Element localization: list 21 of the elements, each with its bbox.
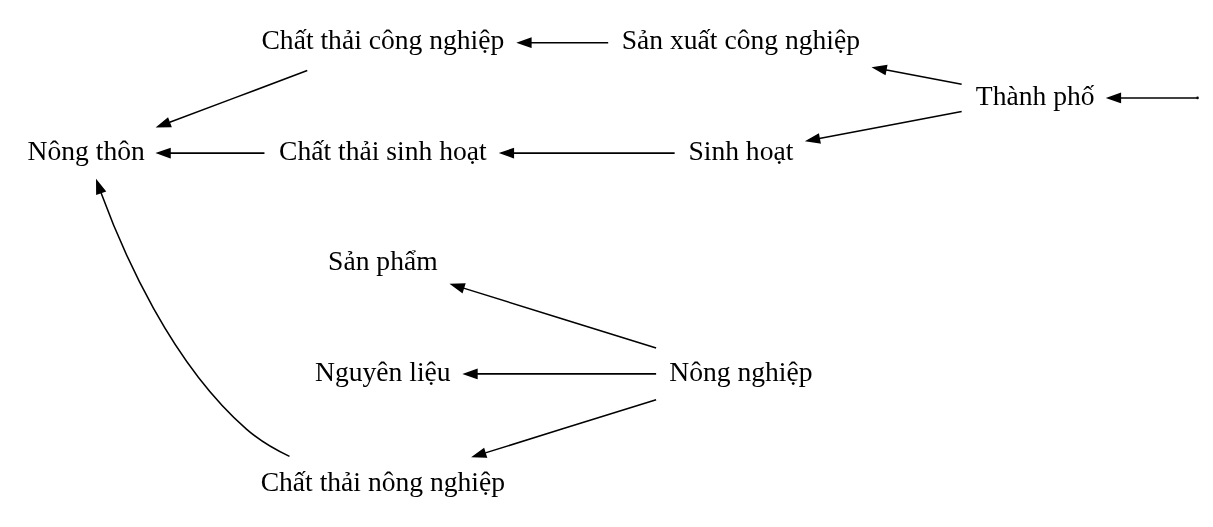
node-text: Nông thôn (27, 134, 145, 166)
arrow (516, 37, 609, 49)
node-text: Nông nghiệp (669, 355, 813, 387)
node-text: Nguyên liệu (315, 355, 451, 387)
node-text: Sản phẩm (328, 245, 438, 277)
arrow (498, 147, 676, 159)
arrow (155, 69, 309, 128)
node-text: Thành phố (975, 79, 1095, 111)
node-text: Chất thải sinh hoạt (279, 134, 487, 166)
arrow (462, 368, 657, 380)
arrow (1105, 92, 1198, 104)
arrow (471, 399, 657, 458)
node-text: Chất thải công nghiệp (261, 24, 505, 56)
node-text: Sinh hoạt (688, 134, 794, 166)
arrow (804, 110, 963, 144)
node-text: Sản xuất công nghiệp (621, 24, 860, 56)
arrow (155, 147, 266, 159)
node-text: Chất thải nông nghiệp (260, 466, 506, 498)
arrow (449, 283, 657, 349)
arrow (96, 178, 291, 458)
arrow (871, 64, 963, 86)
